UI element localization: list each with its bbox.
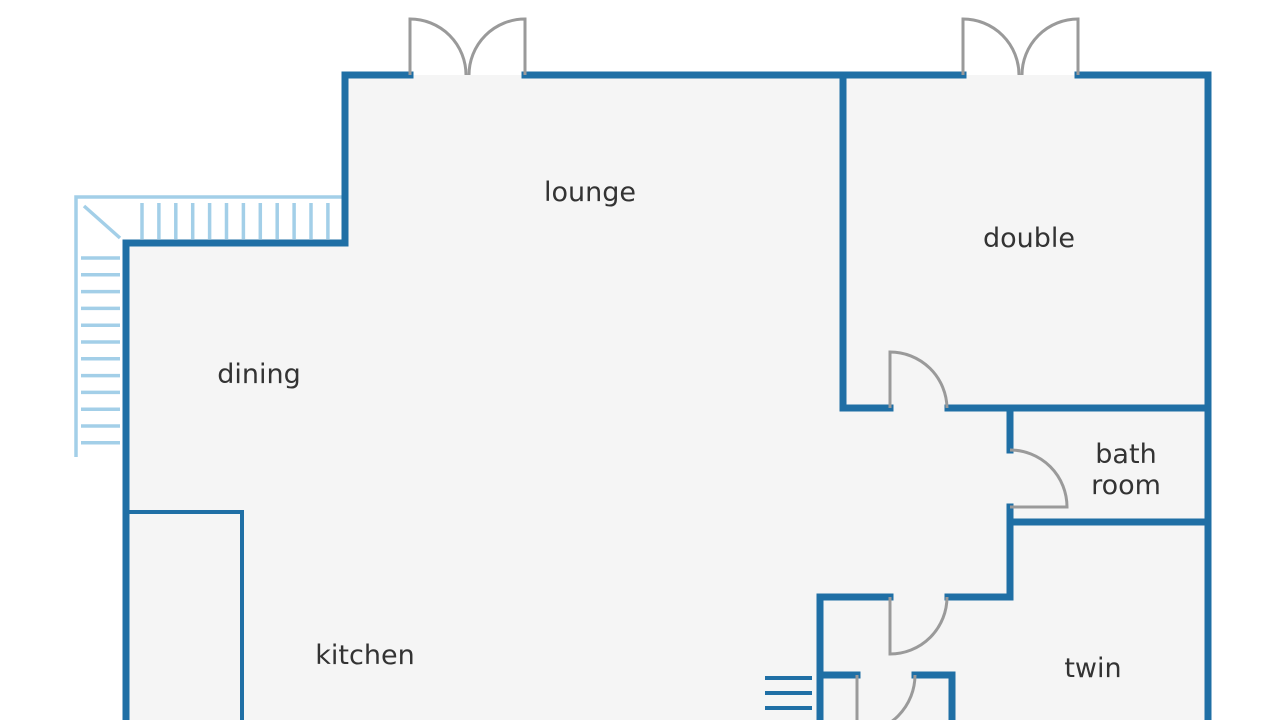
room-label-room: room [1091, 470, 1161, 501]
door-lounge-double[interactable] [408, 17, 527, 76]
room-label-twin: twin [1064, 653, 1121, 684]
room-label-dining: dining [217, 359, 301, 390]
room-label-bath: bath [1095, 439, 1156, 470]
staircase [74, 195, 345, 457]
room-label-double: double [983, 223, 1075, 254]
room-label-kitchen: kitchen [315, 640, 414, 671]
door-bathroom[interactable] [1009, 448, 1069, 509]
interior-walls [126, 71, 1212, 720]
door-double-room-french[interactable] [961, 17, 1080, 76]
door-entry[interactable] [855, 674, 917, 720]
door-twin[interactable] [888, 596, 949, 656]
entry-steps [765, 676, 812, 710]
room-label-lounge: lounge [544, 177, 636, 208]
outer-walls [122, 71, 1212, 720]
door-double-room[interactable] [888, 350, 949, 409]
floor-area [126, 75, 1208, 720]
